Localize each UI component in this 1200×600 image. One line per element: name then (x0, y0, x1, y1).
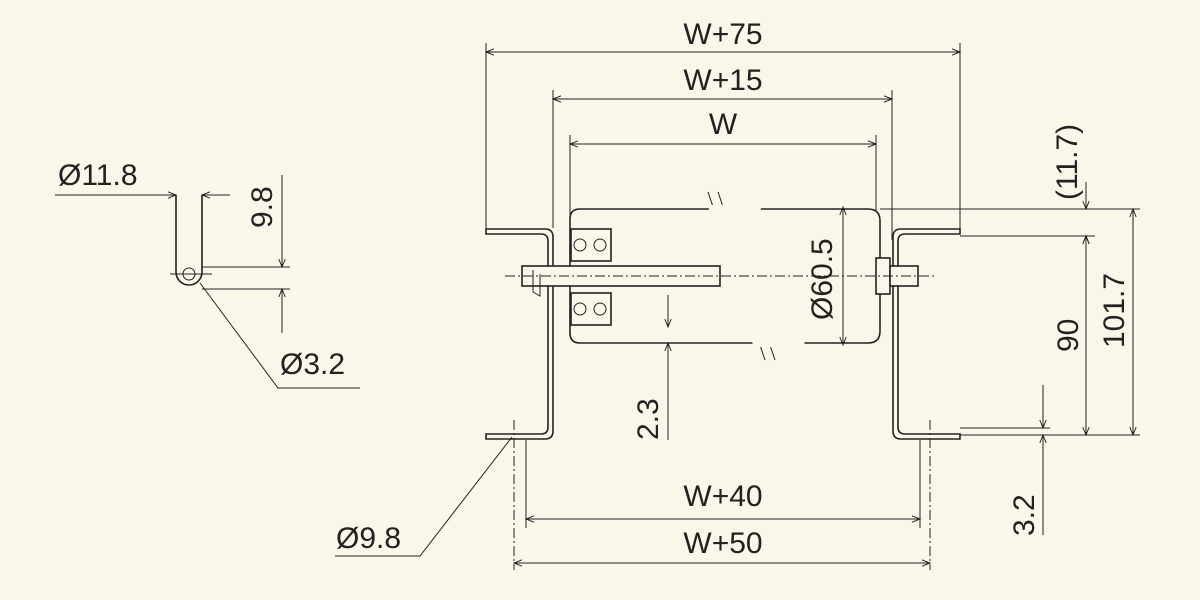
dim-label-w: W (709, 108, 738, 141)
roller-main-view: W+75 W+15 W Ø60. (335, 18, 1140, 570)
dim-label-w50: W+50 (683, 527, 762, 560)
shaft-end-detail: Ø11.8 9.8 Ø3.2 (55, 159, 360, 389)
dim-label-3-2-plate: 3.2 (1008, 494, 1041, 536)
dim-label-w75: W+75 (683, 18, 762, 51)
dim-label-60-5: Ø60.5 (806, 238, 839, 320)
dim-label-101-7: 101.7 (1098, 273, 1131, 348)
dim-label-w40: W+40 (683, 480, 762, 513)
right-bracket (892, 228, 961, 440)
break-gap (707, 205, 806, 347)
split-pin (532, 270, 541, 297)
leader-3-2 (199, 282, 360, 389)
bearing-bottom (570, 292, 612, 326)
dim-label-11-8: Ø11.8 (58, 159, 138, 192)
ball (573, 238, 587, 252)
dim-label-11-7: (11.7) (1051, 124, 1084, 200)
dim-label-w15: W+15 (683, 64, 762, 97)
dim-label-3-2-hole: Ø3.2 (280, 348, 345, 381)
ball (593, 302, 607, 316)
dim-label-9-8-hole: Ø9.8 (336, 522, 401, 555)
dim-label-90: 90 (1052, 319, 1085, 352)
dim-label-9-8: 9.8 (246, 186, 279, 228)
left-bracket (485, 228, 554, 440)
leader-9-8 (335, 436, 513, 557)
ball (573, 302, 587, 316)
ball (593, 238, 607, 252)
bearing-top (570, 228, 612, 262)
shaft-end-outline (175, 195, 203, 286)
dim-label-2-3: 2.3 (632, 398, 665, 440)
